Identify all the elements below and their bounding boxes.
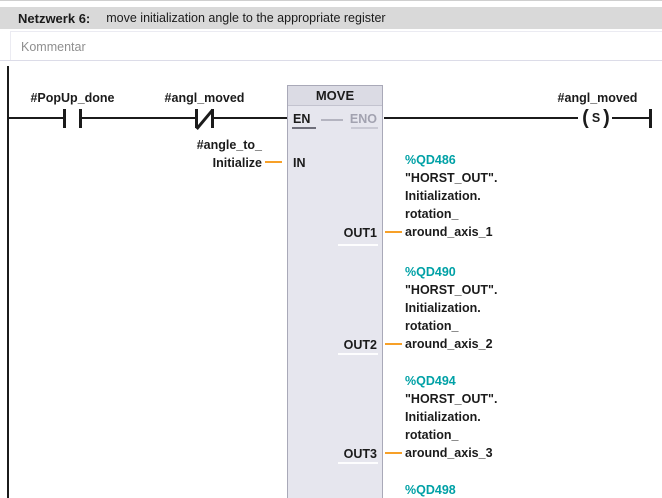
left-power-rail [7,66,9,498]
move-block-title: MOVE [288,86,382,106]
pin-out3[interactable]: OUT3 [343,447,377,461]
nc-contact[interactable] [193,108,216,130]
in-operand[interactable]: #angle_to_ Initialize [160,136,262,172]
out2-wire-stub [385,343,402,345]
out3-wire-stub [385,452,402,454]
operand-address: %QD486 [405,153,456,167]
out2-underline [338,353,378,355]
operand-line: Initialization. [405,189,481,203]
operand-line: "HORST_OUT". [405,171,498,185]
contact-operand-label[interactable]: #PopUp_done [30,91,115,105]
wire-segment [9,117,63,119]
wire-segment [384,117,578,119]
in-wire-stub [265,161,282,163]
coil-paren-left: ( [582,107,589,129]
operand-line: "HORST_OUT". [405,283,498,297]
out3-operand[interactable]: %QD494 "HORST_OUT". Initialization. rota… [405,372,497,462]
out3-underline [338,462,378,464]
set-coil[interactable]: ( S ) [576,105,616,131]
en-underline [292,127,316,129]
operand-address: %QD494 [405,374,456,388]
wire-segment [214,117,287,119]
pin-out1[interactable]: OUT1 [343,226,377,240]
operand-line: Initialize [212,156,262,170]
operand-address: %QD490 [405,265,456,279]
wire-segment [82,117,195,119]
contact-operand-label[interactable]: #angl_moved [164,91,245,105]
out2-operand[interactable]: %QD490 "HORST_OUT". Initialization. rota… [405,263,497,353]
contact-bar [79,109,82,128]
operand-address: %QD498 [405,483,456,497]
comment-placeholder: Kommentar [21,39,86,54]
coil-set-symbol: S [591,111,601,125]
operand-line: rotation_ [405,428,459,442]
out4-operand[interactable]: %QD498 [405,481,456,498]
network-title: Netzwerk 6: [18,10,91,26]
right-power-rail [649,109,652,128]
operand-line: around_axis_3 [405,446,493,460]
out1-operand[interactable]: %QD486 "HORST_OUT". Initialization. rota… [405,151,497,241]
move-block[interactable]: MOVE EN ENO IN OUT1 OUT2 OUT3 [287,85,383,498]
network-title-bar[interactable]: Netzwerk 6: move initialization angle to… [0,7,662,29]
operand-line: "HORST_OUT". [405,392,498,406]
operand-line: rotation_ [405,319,459,333]
out1-wire-stub [385,231,402,233]
operand-line: Initialization. [405,301,481,315]
contact-bar [211,109,214,128]
operand-line: rotation_ [405,207,459,221]
network-title-comment: move initialization angle to the appropr… [106,11,386,25]
no-contact[interactable] [61,109,84,128]
pin-en[interactable]: EN [293,112,311,126]
contact-bar [63,109,66,128]
contact-bar [195,109,198,128]
operand-line: Initialization. [405,410,481,424]
eno-underline [351,127,378,129]
comment-separator [0,60,662,61]
wire-segment [612,117,650,119]
pin-eno[interactable]: ENO [349,112,377,126]
eno-dash [321,119,343,121]
coil-operand-label[interactable]: #angl_moved [557,91,638,105]
network-comment-box[interactable]: Kommentar [10,31,662,61]
coil-paren-right: ) [603,107,610,129]
out1-underline [338,244,378,246]
pin-in[interactable]: IN [293,156,306,170]
pin-out2[interactable]: OUT2 [343,338,377,352]
operand-line: around_axis_2 [405,337,493,351]
operand-line: #angle_to_ [196,138,262,152]
operand-line: around_axis_1 [405,225,493,239]
window-edge [0,0,662,1]
